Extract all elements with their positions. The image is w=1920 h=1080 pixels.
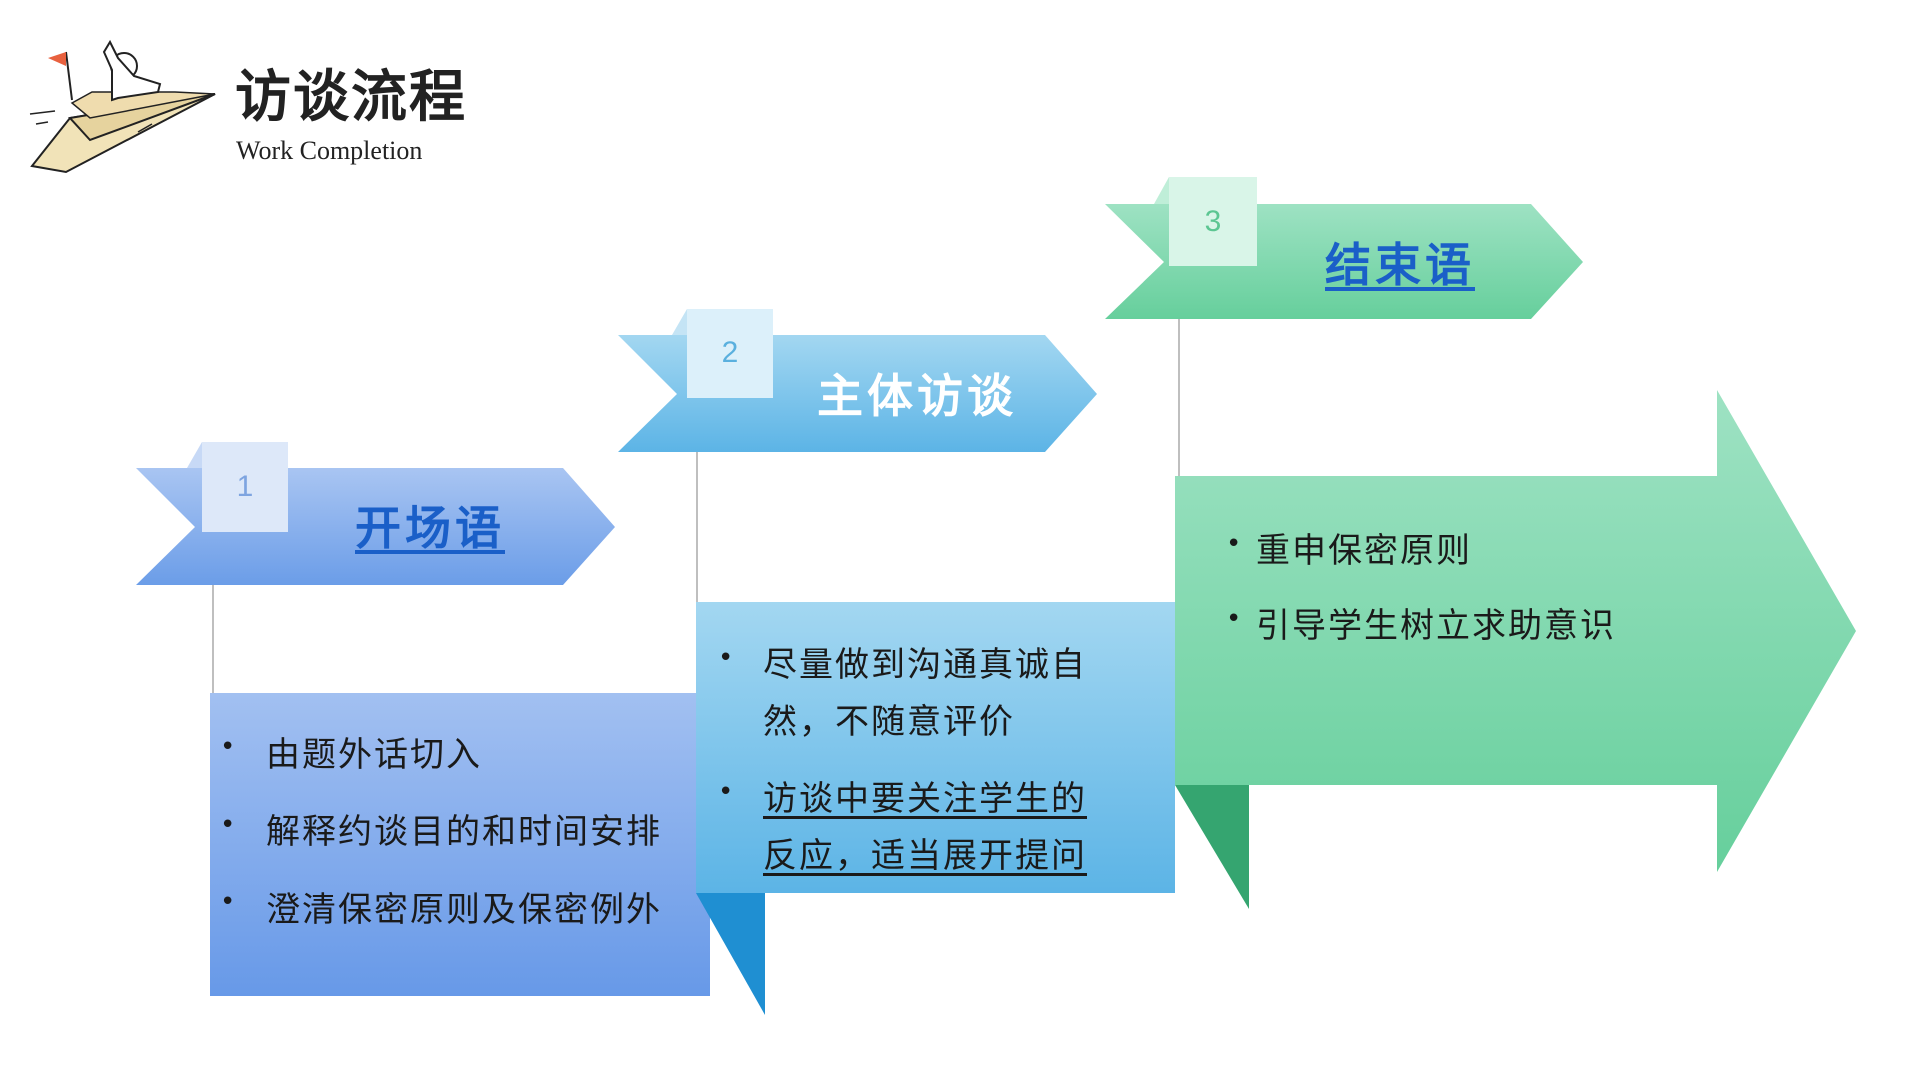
step-2-bullet-1-line-2: 然，不随意评价 bbox=[763, 702, 1015, 742]
step-3-arrow bbox=[1175, 390, 1856, 872]
step-1-tab bbox=[202, 442, 288, 532]
bullet-dot: • bbox=[220, 887, 236, 917]
bullet-dot: • bbox=[220, 732, 236, 762]
step-2-box bbox=[696, 602, 1175, 893]
bullet-dot: • bbox=[1226, 529, 1242, 559]
step-2-bullet-2-link-line-2[interactable]: 反应，适当展开提问 bbox=[763, 836, 1087, 876]
bullet-dot: • bbox=[220, 810, 236, 840]
step-2-bullet-1-line-1: 尽量做到沟通真诚自 bbox=[763, 645, 1087, 685]
step-2-tab bbox=[687, 309, 773, 398]
step-1-bullet-1: 由题外话切入 bbox=[266, 735, 482, 775]
step-1-number: 1 bbox=[236, 470, 254, 503]
step-2-fold bbox=[1175, 785, 1249, 909]
page-subtitle: Work Completion bbox=[236, 136, 423, 165]
step-1-title-link[interactable]: 开场语 bbox=[355, 501, 505, 555]
paper-plane-logo-icon bbox=[29, 39, 216, 174]
step-2-title: 主体访谈 bbox=[817, 369, 1017, 423]
step-3-tab bbox=[1169, 177, 1257, 266]
step-2-bullet-2-link-line-1[interactable]: 访谈中要关注学生的 bbox=[763, 779, 1087, 819]
step-3-bullet-2: 引导学生树立求助意识 bbox=[1256, 606, 1616, 646]
page-title: 访谈流程 bbox=[235, 65, 467, 130]
step-3-title-link[interactable]: 结束语 bbox=[1325, 238, 1475, 292]
step-2-number: 2 bbox=[721, 336, 739, 369]
bullet-dot: • bbox=[718, 777, 734, 807]
step-1-box bbox=[210, 693, 710, 996]
bullet-dot: • bbox=[718, 643, 734, 673]
step-1-bullet-3: 澄清保密原则及保密例外 bbox=[266, 890, 662, 930]
bullet-dot: • bbox=[1226, 604, 1242, 634]
step-1-bullet-2: 解释约谈目的和时间安排 bbox=[266, 812, 662, 852]
step-3-number: 3 bbox=[1204, 205, 1222, 238]
step-1-fold bbox=[696, 893, 765, 1015]
step-3-bullet-1: 重申保密原则 bbox=[1256, 531, 1472, 571]
